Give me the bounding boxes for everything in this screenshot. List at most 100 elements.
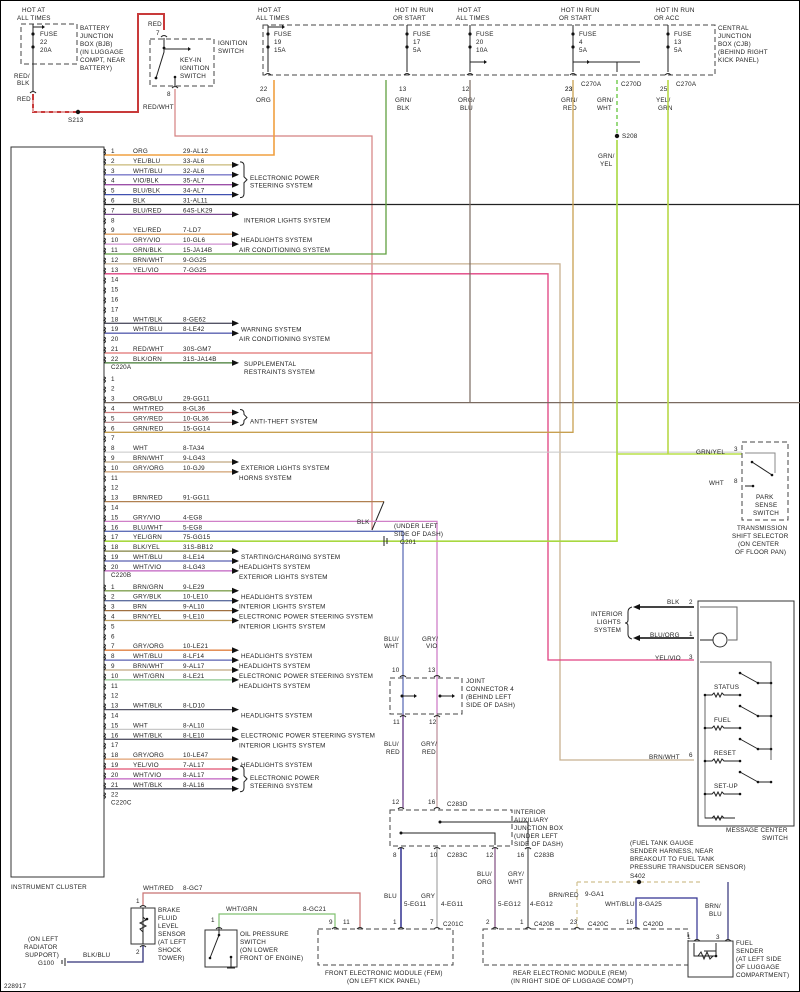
g201-label-1: (UNDER LEFT — [394, 523, 438, 530]
park-sense-2: SENSE — [755, 502, 777, 509]
trans-label-3: (ON CENTER — [738, 541, 779, 548]
pin-number: 5 — [111, 188, 115, 195]
brace — [239, 409, 248, 426]
cjb-extra-pin: 23 — [565, 86, 573, 93]
wire-color: BRN — [133, 604, 147, 611]
fuse-rating: 15A — [274, 47, 286, 54]
fuel-wire-c-2: BLU — [709, 911, 722, 918]
circuit-id: 29-GG11 — [183, 396, 210, 403]
arrow-icon — [232, 409, 239, 416]
central-junction-box: CENTRAL JUNCTION BOX (CJB) (BEHIND RIGHT… — [256, 7, 768, 168]
resistor-icon — [705, 757, 740, 765]
fuse-rating: 5A — [413, 47, 422, 54]
oil-label-3: (ON LOWER — [240, 947, 278, 954]
pin-number: 10 — [111, 465, 119, 472]
ignition-inner-3: SWITCH — [180, 73, 206, 80]
fuse-icon — [468, 32, 472, 36]
arrow-icon — [232, 181, 239, 188]
pin-number: 20 — [111, 336, 119, 343]
pin-number: 7 — [111, 643, 115, 650]
cluster-pin-C220A-8: 8 — [102, 217, 115, 225]
wire-color: WHT — [133, 722, 148, 729]
wire-color: GRY/ORG — [133, 465, 164, 472]
fem-pin-11: 11 — [343, 919, 350, 926]
pin-number: 9 — [111, 227, 115, 234]
wire-color: GRN/RED — [133, 425, 164, 432]
fuel-label-2: SENDER — [736, 948, 764, 955]
fuse-label: FUSE — [274, 31, 292, 38]
fuse-number: 13 — [674, 39, 682, 46]
cjb-box — [262, 24, 716, 76]
joint-connector-4: BLU/ WHT GRY/ VIO 10 13 11 12 BLU/ RED G… — [384, 636, 515, 756]
trans-label-4: OF FLOOR PAN) — [735, 549, 786, 556]
cluster-pin-C220B-1: 1 — [102, 376, 115, 384]
system-label: HEADLIGHTS SYSTEM — [241, 237, 312, 244]
rem-pin-1: 1 — [520, 919, 524, 926]
s402-label-4: PRESSURE TRANSDUCER SENSOR) — [630, 864, 746, 871]
switch-contact-icon — [209, 928, 220, 959]
cjb-conn: C270A — [581, 81, 602, 88]
wire-wht-red — [142, 892, 361, 928]
system-label: ELECTRONIC POWER — [250, 775, 320, 782]
splice-s213-label: S213 — [68, 117, 84, 124]
mc-wire-6: BRN/WHT — [649, 754, 680, 761]
bjb-box — [20, 23, 78, 65]
bulb-icon — [712, 632, 728, 648]
connector-icon — [433, 847, 441, 850]
fuel-wire-a: BRN/RED — [549, 892, 579, 899]
bjb-fuse-rating: 20A — [40, 47, 52, 54]
system-label: HEADLIGHTS SYSTEM — [239, 683, 310, 690]
mc-lights-2: LIGHTS — [597, 619, 621, 626]
cjb-extra-conn: C270D — [621, 81, 642, 88]
bjb-label-2: JUNCTION — [80, 33, 114, 40]
circuit-id: 9-AL10 — [183, 604, 205, 611]
circuit-id: 10-LE47 — [183, 752, 209, 759]
pin-number: 3 — [111, 396, 115, 403]
wire-color: WHT/BLK — [133, 703, 163, 710]
cluster-pin-C220C-12: 12 — [102, 693, 119, 701]
pin-number: 16 — [111, 297, 119, 304]
cluster-pin-C220A-20: 20 — [102, 336, 119, 344]
connector-icon — [139, 905, 147, 908]
arrow-icon — [232, 211, 239, 218]
cluster-pin-C220A-14: 14 — [102, 277, 119, 285]
fuse-label: FUSE — [674, 31, 692, 38]
system-label: AIR CONDITIONING SYSTEM — [239, 247, 330, 254]
circuit-id: 8-GL36 — [183, 406, 206, 413]
cluster-pin-C220B-11: 11 — [102, 475, 118, 483]
system-label: RESTRAINTS SYSTEM — [244, 369, 315, 376]
system-label: STARTING/CHARGING SYSTEM — [241, 554, 340, 561]
ground-icon — [61, 958, 66, 966]
iajb-wire-gry: GRY — [421, 893, 436, 900]
pin-number: 2 — [111, 158, 115, 165]
wire-color: BRN/WHT — [133, 455, 164, 462]
bjb-hot-label-2: ALL TIMES — [17, 15, 51, 22]
arrow-icon — [232, 667, 239, 673]
cjb-label-2: JUNCTION — [718, 33, 752, 40]
circuit-id: 33-AL6 — [183, 158, 205, 165]
switch-contact-icon — [155, 38, 165, 79]
brake-fluid-level-sensor: WHT/RED 8-GC7 1 2 BRAKE FLUID LEVEL SENS… — [24, 885, 203, 967]
fem-label-2: (ON LEFT KICK PANEL) — [347, 978, 420, 985]
wire-color: RED/WHT — [133, 346, 164, 353]
cjb-hot-1: HOT AT — [458, 7, 481, 14]
iajb-wire-grywht-b: WHT — [508, 879, 523, 886]
cluster-pin-C220B-7: 7 — [102, 435, 115, 443]
pin-number: 1 — [111, 376, 115, 383]
iajb-pin-16b: 16 — [517, 852, 525, 859]
mc-pin-1: 1 — [689, 631, 693, 638]
resistor-icon — [138, 916, 148, 933]
iajb-wire-bluorg-a: BLU/ — [477, 871, 492, 878]
system-label: STEERING SYSTEM — [250, 783, 313, 790]
